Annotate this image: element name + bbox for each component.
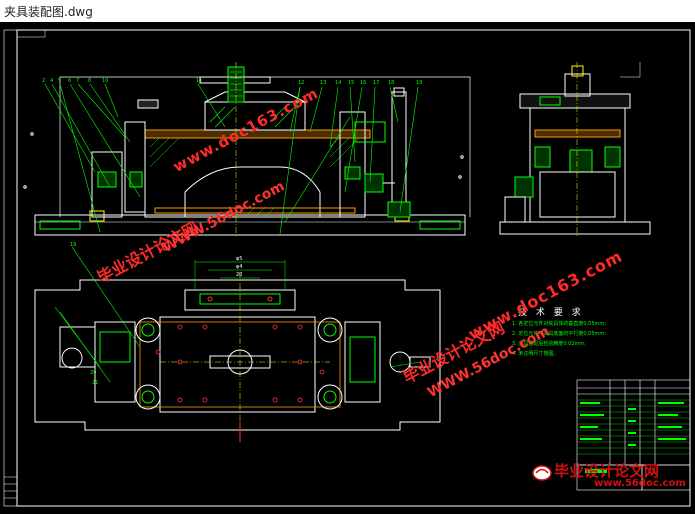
tech-note-3: 3. 夹具装配后检验精度0.02mm; [512,341,586,347]
svg-text:2: 2 [42,78,45,84]
svg-text:17: 17 [373,80,379,86]
tech-note-4: 4. 未注明尺寸按图。 [512,351,559,357]
svg-text:12: 12 [298,80,304,86]
right-post [391,91,407,213]
brand-url: www.56doc.com [594,478,686,489]
base-plate [34,214,466,236]
svg-text:21: 21 [92,380,98,386]
brand-stamp: 毕业设计论文网 www.56doc.com [530,458,690,492]
svg-text:19: 19 [416,80,422,86]
brand-logo-icon [532,465,552,481]
title-bar: 夹具装配图.dwg [0,0,695,22]
tech-note-2: 2. 定位元件与夹具底面的平行度0.05mm; [512,331,606,337]
brand-name: 毕业设计论文网 [554,462,660,480]
window-title: 夹具装配图.dwg [4,5,93,19]
svg-text:6: 6 [68,78,71,84]
svg-text:20: 20 [236,272,242,278]
tech-requirements-title: 技 术 要 求 [518,308,584,318]
drawing-sheet: 245 67 8 10 11 12 13 14 15 16 17 18 19 [3,29,691,507]
svg-text:5: 5 [58,78,61,84]
svg-text:18: 18 [388,80,394,86]
svg-text:15: 15 [348,80,354,86]
central-plate [159,316,316,413]
tech-note-1: 1. 各定位元件对夹具体的垂直度0.05mm; [512,321,606,327]
leader-lines [44,83,419,235]
svg-text:19: 19 [70,242,76,248]
side-view [499,62,651,237]
svg-text:11: 11 [196,78,202,84]
svg-text:13: 13 [320,80,326,86]
svg-text:10: 10 [102,78,108,84]
svg-text:20: 20 [90,370,96,376]
svg-text:φ5: φ5 [236,256,242,262]
svg-text:φ4: φ4 [236,264,242,270]
front-view [23,62,471,237]
svg-text:8: 8 [88,78,91,84]
title-block [576,379,691,491]
svg-text:4: 4 [50,78,53,84]
svg-text:14: 14 [335,80,341,86]
binding-margin [3,29,18,507]
top-view: φ5 φ4 20 [34,256,441,442]
svg-text:7: 7 [76,78,79,84]
svg-text:16: 16 [360,80,366,86]
